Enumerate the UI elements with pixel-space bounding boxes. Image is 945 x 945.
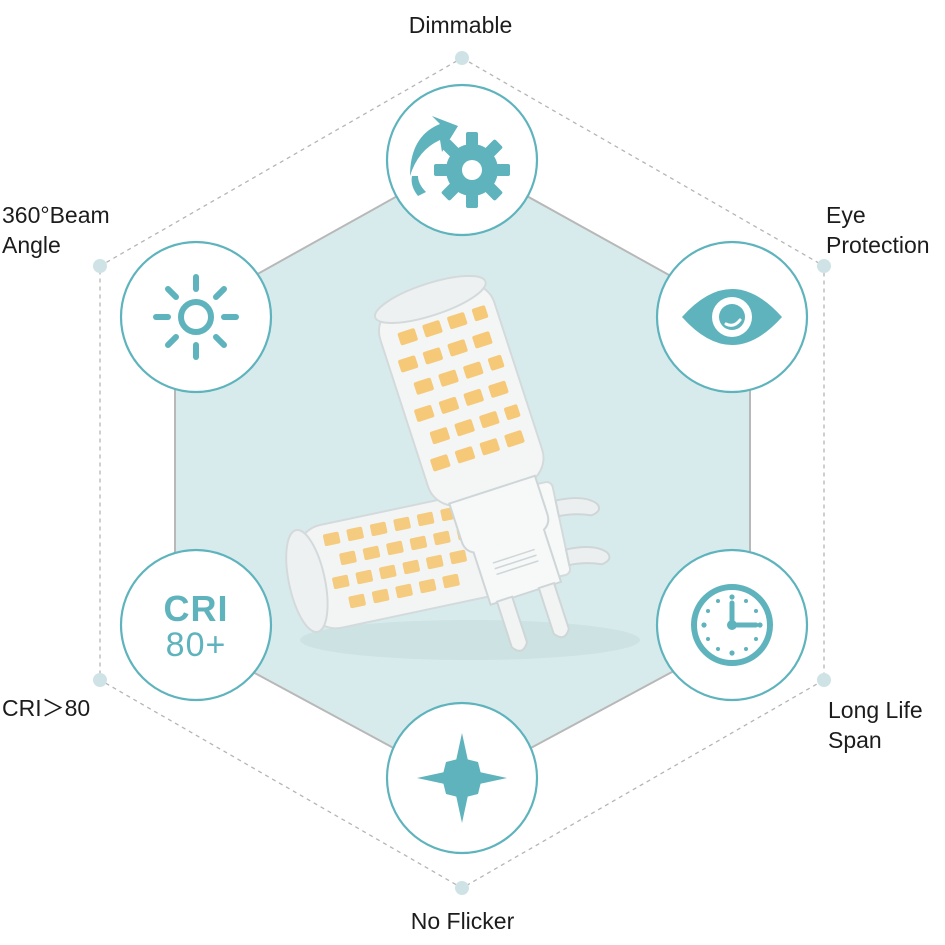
clock-icon (691, 584, 773, 666)
dimmable-gear-icon (410, 116, 510, 208)
bulb-standing (373, 274, 570, 652)
label-dimmable: Dimmable (408, 12, 513, 38)
sun-icon (153, 274, 239, 360)
feature-beam-angle (119, 240, 273, 394)
product-photo (285, 274, 640, 660)
sparkle-star-icon (417, 733, 507, 823)
label-eye-protection: Eye Protection (826, 202, 930, 258)
feature-eye-protection (655, 240, 809, 394)
cri-icon-label: CRI (163, 588, 229, 629)
label-no-flicker: No Flicker (410, 908, 515, 934)
cri-icon-value: 80+ (165, 626, 227, 664)
vertex-dots (93, 51, 831, 895)
label-long-life: Long Life Span (828, 697, 923, 753)
feature-long-life (655, 548, 809, 702)
feature-cri (119, 548, 273, 702)
feature-dimmable (385, 83, 539, 237)
label-cri: CRI＞80 (2, 695, 91, 721)
feature-no-flicker (385, 701, 539, 855)
eye-icon (682, 289, 782, 345)
label-beam-angle: 360°Beam Angle (2, 202, 110, 258)
